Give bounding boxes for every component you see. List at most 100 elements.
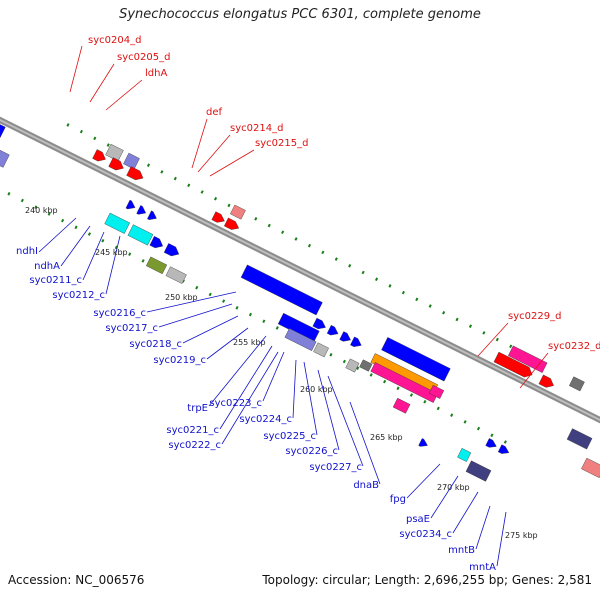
gene-syc0226-box	[381, 337, 451, 382]
gene-olive-box	[145, 256, 168, 275]
label-reverse-syc0225_c: syc0225_c	[263, 431, 316, 442]
gene-syc0223-arrow	[350, 336, 362, 347]
label-reverse-syc0234_c: syc0234_c	[399, 529, 452, 540]
tick-label: 245 kbp	[95, 248, 128, 257]
label-reverse-fpg-leader	[406, 463, 441, 499]
gene-reverse-small-3	[147, 210, 157, 220]
gene-syc0215-arrow	[224, 217, 240, 230]
gene-mnta-arrow-2	[497, 444, 510, 454]
map-title: Synechococcus elongatus PCC 6301, comple…	[119, 7, 481, 22]
label-forward-syc0214_d-leader	[197, 134, 231, 173]
genome-summary: Topology: circular; Length: 2,696,255 bp…	[262, 573, 592, 587]
label-forward-syc0214_d: syc0214_d	[230, 123, 283, 134]
gene-ndhi-box	[104, 212, 130, 234]
gene-ldha-arrow	[126, 166, 144, 181]
tick-label: 260 kbp	[300, 385, 333, 394]
label-reverse-syc0221_c: syc0221_c	[166, 425, 219, 436]
label-forward-syc0204_d-leader	[69, 45, 83, 93]
gene-pink-box	[581, 457, 600, 479]
label-reverse-syc0216_c: syc0216_c	[93, 308, 146, 319]
label-reverse-psae: psaE	[406, 514, 430, 525]
label-reverse-trpe-leader	[208, 335, 267, 407]
label-reverse-syc0234_c-leader	[452, 491, 479, 534]
gene-syc0218-box	[284, 328, 317, 352]
label-reverse-syc0218_c-leader	[182, 315, 239, 344]
gene-mntb-box	[465, 460, 492, 482]
gene-syc0225-box	[359, 359, 373, 372]
gene-reverse-box-a	[0, 124, 6, 139]
gene-syc0224-box	[345, 358, 360, 373]
gene-syc0216-box	[240, 264, 323, 316]
label-reverse-syc0217_c-leader	[158, 303, 233, 328]
label-reverse-syc0219_c-leader	[206, 327, 249, 360]
gene-navy-box	[566, 428, 593, 450]
label-reverse-ndhi: ndhI	[16, 246, 38, 257]
tick-label: 255 kbp	[233, 338, 266, 347]
label-reverse-syc0212_c-leader	[105, 235, 121, 295]
label-reverse-syc0226_c-leader	[317, 369, 340, 451]
genome-backbone-highlight	[0, 118, 600, 422]
label-reverse-syc0224_c-leader	[292, 359, 297, 419]
gene-fpg-box	[428, 384, 445, 399]
gene-syc0232-box	[569, 376, 585, 392]
label-reverse-syc0226_c: syc0226_c	[285, 446, 338, 457]
label-reverse-ndha-leader	[60, 225, 91, 267]
label-reverse-mnta: mntA	[469, 562, 496, 573]
gene-syc0229-arrow	[493, 351, 533, 378]
tick-label: 240 kbp	[25, 206, 58, 215]
gene-syc0221-arrow	[326, 324, 339, 336]
label-reverse-ndha: ndhA	[34, 261, 60, 272]
label-reverse-syc0217_c: syc0217_c	[105, 323, 158, 334]
label-forward-ldha: ldhA	[145, 68, 167, 79]
label-reverse-syc0211_c: syc0211_c	[29, 275, 82, 286]
gene-mnta-arrow-1	[485, 438, 497, 448]
label-reverse-syc0223_c-leader	[262, 351, 285, 402]
accession-text: Accession: NC_006576	[8, 573, 145, 587]
label-reverse-fpg: fpg	[390, 494, 406, 505]
label-reverse-mntb-leader	[475, 505, 491, 550]
gene-def-box	[230, 204, 246, 220]
gene-syc0204-arrow	[92, 149, 106, 162]
label-reverse-ndhi-leader	[38, 217, 77, 253]
gene-syc0214-arrow	[211, 211, 225, 223]
tick-label: 265 kbp	[370, 433, 403, 442]
label-reverse-mntb: mntB	[448, 545, 475, 556]
label-reverse-trpe: trpE	[187, 403, 208, 414]
tick-label: 250 kbp	[165, 293, 198, 302]
label-forward-syc0229_d-leader	[477, 322, 509, 357]
label-reverse-syc0211_c-leader	[82, 231, 105, 281]
gene-syc0234-box	[457, 447, 472, 462]
gene-syc0205-arrow	[108, 157, 124, 171]
label-forward-ldha-leader	[105, 79, 143, 111]
label-forward-syc0215_d: syc0215_d	[255, 138, 308, 149]
label-reverse-syc0212_c: syc0212_c	[52, 290, 105, 301]
gene-grey-box	[165, 266, 187, 284]
label-forward-def-leader	[191, 118, 208, 169]
gene-syc0211-arrow	[149, 236, 164, 249]
label-forward-syc0205_d: syc0205_d	[117, 52, 170, 63]
label-reverse-syc0218_c: syc0218_c	[129, 339, 182, 350]
label-forward-syc0232_d: syc0232_d	[548, 341, 600, 352]
label-reverse-syc0216_c-leader	[146, 291, 237, 313]
gene-dnab-box	[370, 362, 439, 403]
label-forward-syc0232_d-leader	[519, 352, 549, 389]
label-reverse-syc0219_c: syc0219_c	[153, 355, 206, 366]
label-reverse-syc0227_c: syc0227_c	[309, 462, 362, 473]
gene-forward-arrow	[538, 374, 554, 388]
label-forward-syc0205_d-leader	[89, 63, 115, 103]
label-reverse-dnab-leader	[349, 401, 381, 485]
gene-ndha-box	[127, 224, 154, 246]
gene-fpg-small	[392, 397, 411, 414]
label-forward-syc0229_d: syc0229_d	[508, 311, 561, 322]
gene-psae-arrow	[418, 438, 428, 447]
label-reverse-syc0224_c: syc0224_c	[239, 414, 292, 425]
label-reverse-syc0221_c-leader	[219, 345, 273, 430]
label-reverse-psae-leader	[430, 475, 459, 519]
tick-label: 275 kbp	[505, 531, 538, 540]
gene-syc0222-arrow	[339, 331, 351, 342]
tick-label: 270 kbp	[437, 483, 470, 492]
label-reverse-syc0227_c-leader	[327, 375, 364, 467]
label-forward-syc0215_d-leader	[209, 149, 255, 177]
